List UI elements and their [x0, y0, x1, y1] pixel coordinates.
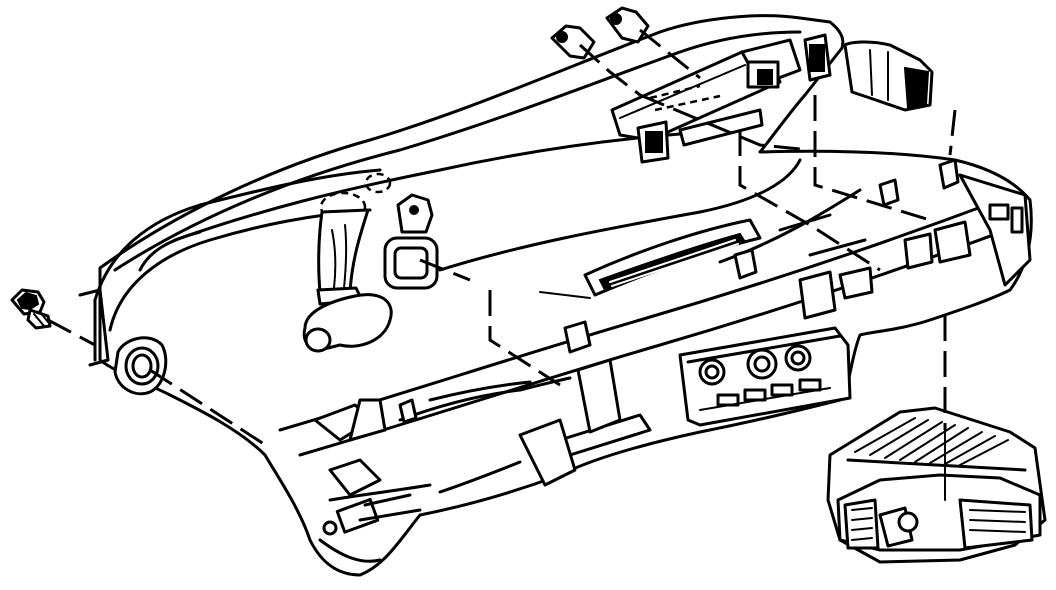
hose-grommet — [383, 193, 439, 290]
duct-outlet-left — [113, 336, 168, 396]
hose-connector — [302, 172, 393, 353]
screw — [10, 288, 52, 330]
control-head — [678, 326, 852, 427]
hvac-module — [826, 406, 1047, 564]
defroster-grille — [583, 218, 762, 297]
assembly-lines — [47, 28, 957, 501]
defroster-duct — [78, 168, 382, 367]
